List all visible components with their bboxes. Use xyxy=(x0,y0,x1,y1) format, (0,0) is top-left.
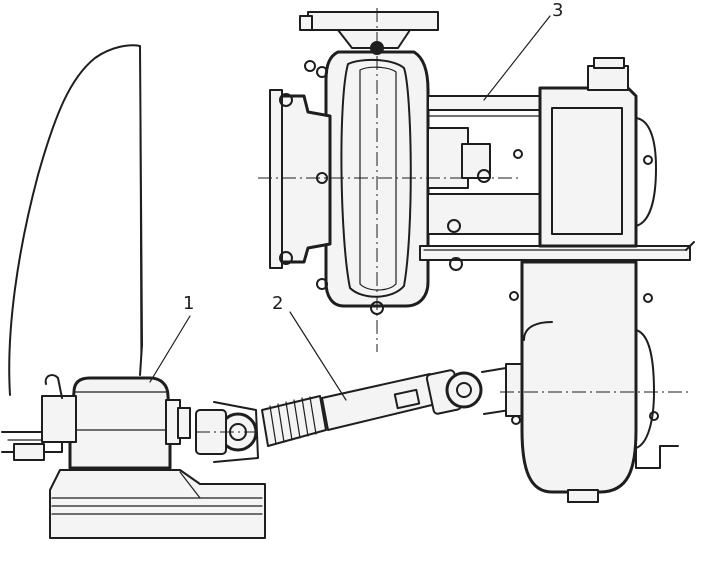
bellows-boot xyxy=(261,395,327,447)
callout-2: 2 xyxy=(272,293,347,401)
callout-label-1: 1 xyxy=(183,293,194,314)
cardan-shaft xyxy=(195,363,523,463)
callout-3: 3 xyxy=(483,0,563,101)
centerlines xyxy=(196,8,690,433)
callout-1: 1 xyxy=(149,293,194,383)
gearbox-housing xyxy=(13,374,266,539)
callout-label-2: 2 xyxy=(272,293,283,314)
callout-label-3: 3 xyxy=(552,0,563,21)
